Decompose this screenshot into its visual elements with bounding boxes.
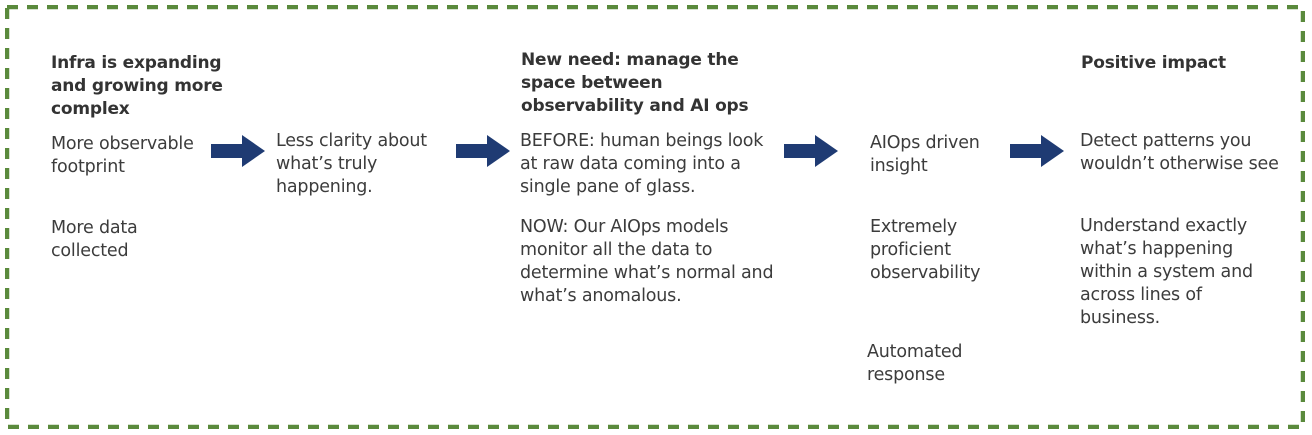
column-4-item-2: Extremely proficient observability xyxy=(870,217,981,283)
column-5-item-1: Detect patterns you wouldn’t otherwise s… xyxy=(1080,131,1279,174)
column-3-item-2: NOW: Our AIOps models monitor all the da… xyxy=(520,217,774,306)
dashed-border-frame xyxy=(5,5,1305,429)
column-4-item-3: Automated response xyxy=(867,342,963,385)
column-1-item-1: More observable footprint xyxy=(51,134,194,177)
column-5-heading: Positive impact xyxy=(1081,53,1226,73)
arrow-right-icon xyxy=(784,135,838,167)
arrow-right-icon xyxy=(1010,135,1064,167)
arrow-right-icon xyxy=(211,135,265,167)
column-5-item-2: Understand exactly what’s happening with… xyxy=(1080,216,1253,328)
arrow-right-icon xyxy=(456,135,510,167)
column-4-item-1: AIOps driven insight xyxy=(870,133,980,176)
column-3-heading: New need: manage the space between obser… xyxy=(521,50,749,116)
column-3-item-1: BEFORE: human beings look at raw data co… xyxy=(520,131,764,197)
column-1-item-2: More data collected xyxy=(51,218,138,261)
column-2-item-1: Less clarity about what’s truly happenin… xyxy=(276,131,427,197)
column-1-heading: Infra is expanding and growing more comp… xyxy=(51,53,223,119)
